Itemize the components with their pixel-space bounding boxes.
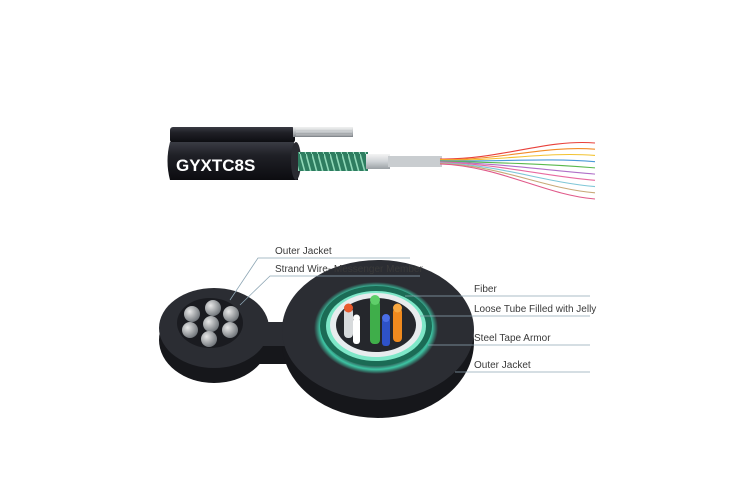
outer-jacket-side: GYXTC8S	[167, 142, 301, 180]
cable-model-label: GYXTC8S	[176, 156, 255, 175]
fiber-strand	[439, 161, 596, 181]
label-outer-jacket-top: Outer Jacket	[275, 246, 332, 257]
inner-tube-side	[388, 156, 442, 167]
fiber-strand	[439, 160, 596, 169]
fiber-strand	[439, 161, 596, 175]
label-steel-tape: Steel Tape Armor	[474, 333, 551, 344]
fiber-ends	[344, 295, 402, 346]
loose-tube-side	[366, 154, 390, 169]
fiber-strand	[439, 153, 596, 161]
label-strand-wire: Strand Wire- Messenger Member	[275, 264, 423, 275]
label-outer-jacket-bottom: Outer Jacket	[474, 360, 531, 371]
fiber-strand	[439, 162, 596, 194]
cable-side-view: GYXTC8S	[167, 127, 596, 200]
fiber-strand	[439, 159, 596, 163]
fiber-fan	[439, 141, 596, 200]
fiber-strand	[439, 141, 596, 160]
steel-tape-armor-side	[298, 152, 368, 171]
messenger-wire	[170, 127, 353, 143]
cable-cross-section	[159, 257, 590, 418]
leader-lines	[229, 257, 590, 373]
label-loose-tube: Loose Tube Filled with Jelly	[474, 304, 597, 315]
label-fiber: Fiber	[474, 284, 497, 295]
fiber-strand	[439, 148, 596, 161]
fiber-strand	[439, 162, 596, 188]
fiber-strand	[439, 163, 596, 200]
strand-wires	[182, 300, 239, 347]
